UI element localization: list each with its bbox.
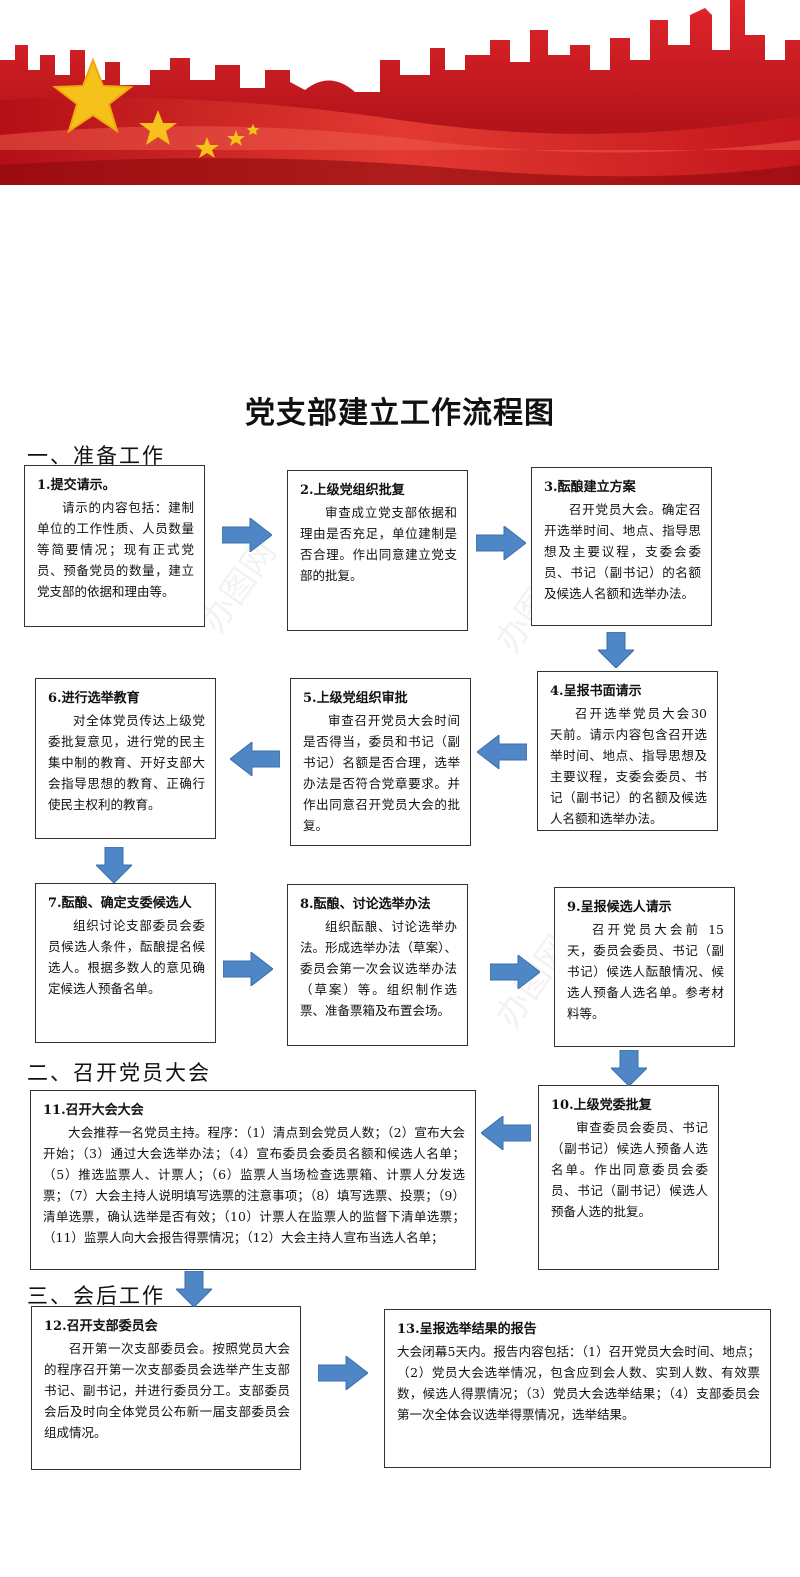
step-body: 召开党员大会前 15天，委员会委员、书记（副书记）候选人酝酿情况、候选人预备人选… [567,922,724,1021]
step-body: 大会推荐一名党员主持。程序：（1）清点到会党员人数；（2）宣布大会开始；（3）通… [43,1125,465,1245]
step-box-4: 4.呈报书面请示 召开选举党员大会30 天前。请示内容包含召开选举时间、地点、指… [537,671,718,831]
step-body: 组织讨论支部委员会委员候选人条件，酝酿提名候选人。根据多数人的意见确定候选人预备… [48,918,205,996]
arrow-down-icon [176,1271,212,1307]
star-icon [139,110,177,145]
step-title: 10.上级党委批复 [551,1098,652,1113]
arrow-right-icon [223,952,273,986]
step-box-2: 2.上级党组织批复 审查成立党支部依据和理由是否充足，单位建制是否合理。作出同意… [287,470,468,631]
arrow-down-icon [598,632,634,668]
step-body: 请示的内容包括：建制单位的工作性质、人员数量等简要情况；现有正式党员、预备党员的… [37,500,194,599]
step-title: 7.酝酿、确定支委候选人 [48,896,192,911]
step-box-5: 5.上级党组织审批 审查召开党员大会时间是否得当，委员和书记（副书记）名额是否合… [290,678,471,846]
step-title: 2.上级党组织批复 [300,483,405,498]
section-heading-after-meeting: 三、会后工作 [27,1284,165,1308]
step-body: 审查成立党支部依据和理由是否充足，单位建制是否合理。作出同意建立党支部的批复。 [300,505,457,583]
arrow-down-icon [611,1050,647,1086]
step-box-7: 7.酝酿、确定支委候选人 组织讨论支部委员会委员候选人条件，酝酿提名候选人。根据… [35,883,216,1043]
step-body: 审查召开党员大会时间是否得当，委员和书记（副书记）名额是否合理，选举办法是否符合… [303,713,460,833]
step-body: 对全体党员传达上级党委批复意见，进行党的民主集中制的教育、开好支部大会指导思想的… [48,713,205,812]
step-title: 12.召开支部委员会 [44,1319,158,1334]
arrow-right-icon [476,526,526,560]
step-body: 召开选举党员大会30 天前。请示内容包含召开选举时间、地点、指导思想及主要议程，… [550,706,707,826]
step-box-3: 3.酝酿建立方案 召开党员大会。确定召开选举时间、地点、指导思想及主要议程，支委… [531,467,712,626]
arrow-right-icon [222,518,272,552]
step-box-6: 6.进行选举教育 对全体党员传达上级党委批复意见，进行党的民主集中制的教育、开好… [35,678,216,839]
step-body: 组织酝酿、讨论选举办法。形成选举办法（草案）、委员会第一次会议选举办法（草案）等… [300,919,457,1018]
arrow-left-icon [230,742,280,776]
step-box-11: 11.召开大会大会 大会推荐一名党员主持。程序：（1）清点到会党员人数；（2）宣… [30,1090,476,1270]
step-title: 3.酝酿建立方案 [544,480,636,495]
arrow-right-icon [318,1356,368,1390]
star-icon [227,130,245,146]
section-heading-general-meeting: 二、召开党员大会 [27,1061,211,1085]
arrow-down-icon [96,847,132,883]
step-box-8: 8.酝酿、讨论选举办法 组织酝酿、讨论选举办法。形成选举办法（草案）、委员会第一… [287,884,468,1046]
step-box-10: 10.上级党委批复 审查委员会委员、书记（副书记）候选人预备人选名单。作出同意委… [538,1085,719,1270]
step-title: 4.呈报书面请示 [550,684,642,699]
arrow-left-icon [477,735,527,769]
big-star-icon [52,57,134,134]
step-title: 11.召开大会大会 [43,1103,144,1118]
step-box-9: 9.呈报候选人请示 召开党员大会前 15天，委员会委员、书记（副书记）候选人酝酿… [554,887,735,1047]
step-box-12: 12.召开支部委员会 召开第一次支部委员会。按照党员大会的程序召开第一次支部委员… [31,1306,301,1470]
step-title: 6.进行选举教育 [48,691,140,706]
page-title: 党支部建立工作流程图 [245,396,555,431]
star-icon [195,137,219,158]
star-icon [247,124,259,135]
step-title: 13.呈报选举结果的报告 [397,1322,537,1337]
step-box-13: 13.呈报选举结果的报告 大会闭幕5天内。报告内容包括：（1）召开党员大会时间、… [384,1309,771,1468]
arrow-left-icon [481,1116,531,1150]
step-title: 9.呈报候选人请示 [567,900,672,915]
step-title: 5.上级党组织审批 [303,691,408,706]
step-box-1: 1.提交请示。 请示的内容包括：建制单位的工作性质、人员数量等简要情况；现有正式… [24,465,205,627]
section-heading-preparation: 一、准备工作 [27,444,165,468]
step-body: 审查委员会委员、书记（副书记）候选人预备人选名单。作出同意委员会委员、书记（副书… [551,1120,708,1219]
step-body: 召开党员大会。确定召开选举时间、地点、指导思想及主要议程，支委会委员、书记（副书… [544,502,701,601]
step-body: 召开第一次支部委员会。按照党员大会的程序召开第一次支部委员会选举产生支部书记、副… [44,1341,290,1440]
ribbon-dark [0,158,800,185]
step-body: 大会闭幕5天内。报告内容包括：（1）召开党员大会时间、地点；（2）党员大会选举情… [397,1344,760,1422]
skyline-banner [0,0,800,185]
step-title: 1.提交请示。 [37,478,116,493]
step-title: 8.酝酿、讨论选举办法 [300,897,431,912]
arrow-right-icon [490,955,540,989]
